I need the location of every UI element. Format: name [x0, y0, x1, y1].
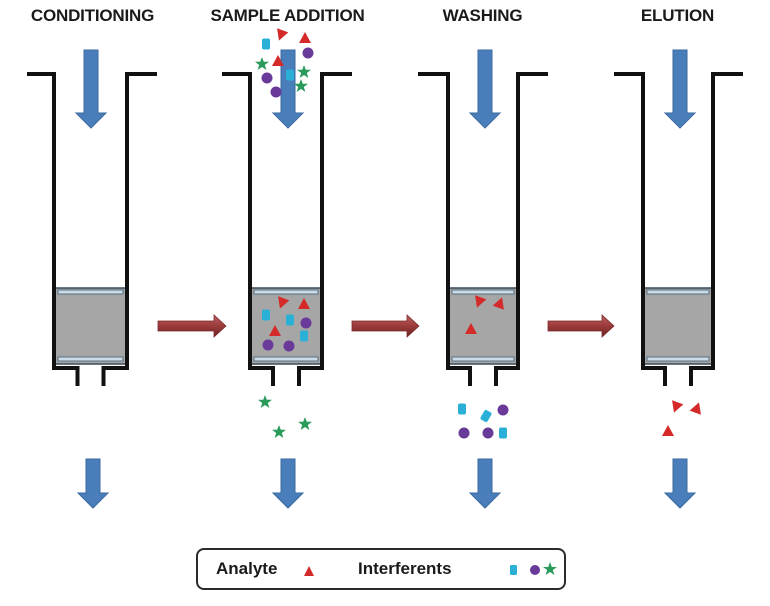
- legend: Analyte Interferents: [196, 548, 566, 590]
- legend-analyte-label: Analyte: [216, 559, 278, 578]
- retained-square-particle: [300, 330, 308, 342]
- incoming-triangle-particle: [277, 28, 289, 41]
- flow-in-arrow-icon-conditioning: [74, 49, 108, 129]
- cartridge-left-wall: [222, 72, 275, 386]
- top-frit: [451, 289, 515, 295]
- retained-circle-particle: [262, 339, 274, 351]
- cartridge-elution: [614, 72, 743, 386]
- retained-circle-particle: [300, 317, 312, 329]
- incoming-square-particle: [262, 38, 270, 50]
- incoming-star-particle: [297, 65, 311, 78]
- bottom-frit: [646, 356, 710, 362]
- retained-triangle-particle: [475, 295, 487, 308]
- step-arrow-icon-2: [351, 314, 420, 338]
- step-arrow-icon-3: [547, 314, 615, 338]
- flow-out-arrow-icon-conditioning: [76, 458, 110, 509]
- top-frit: [253, 289, 319, 295]
- incoming-square-particle: [286, 69, 294, 81]
- flow-in-arrow-icon-sample-addition: [271, 49, 305, 129]
- flow-in-arrow-icon-washing: [468, 49, 502, 129]
- legend-interferent-star-icon: [543, 562, 557, 575]
- eluate-circle-particle: [458, 427, 470, 439]
- bottom-frit: [253, 356, 319, 362]
- eluate-square-particle: [458, 403, 466, 415]
- step-title-sample-addition: SAMPLE ADDITION: [210, 6, 365, 25]
- cartridge-right-wall: [297, 72, 352, 386]
- flow-out-arrow-icon-sample-addition: [271, 458, 305, 509]
- eluate-triangle-particle: [672, 400, 684, 413]
- eluate-star-particle: [272, 425, 286, 438]
- incoming-circle-particle: [302, 47, 314, 59]
- cartridge-left-wall: [418, 72, 472, 386]
- eluate-circle-particle: [482, 427, 494, 439]
- flow-in-arrow-icon-elution: [663, 49, 697, 129]
- eluate-square-particle: [499, 427, 507, 439]
- top-frit: [57, 289, 124, 295]
- legend-interferent-square-icon: [510, 565, 517, 575]
- incoming-triangle-particle: [272, 55, 284, 66]
- incoming-star-particle: [255, 57, 269, 70]
- retained-triangle-particle: [278, 296, 290, 309]
- retained-square-particle: [286, 314, 294, 326]
- eluate-circle-particle: [497, 404, 509, 416]
- cartridge-right-wall: [494, 72, 548, 386]
- flow-out-arrow-icon-washing: [468, 458, 502, 509]
- step-arrow-icon-1: [157, 314, 227, 338]
- incoming-circle-particle: [270, 86, 282, 98]
- eluate-star-particle: [298, 417, 312, 430]
- incoming-star-particle: [294, 79, 308, 92]
- cartridge-right-wall: [101, 72, 157, 386]
- incoming-circle-particle: [261, 72, 273, 84]
- eluate-triangle-particle: [689, 402, 701, 415]
- legend-interferent-circle-icon: [530, 565, 540, 575]
- legend-interferents-label: Interferents: [358, 559, 452, 578]
- bottom-frit: [451, 356, 515, 362]
- eluate-square-particle: [480, 409, 492, 423]
- step-title-washing: WASHING: [442, 6, 523, 25]
- retained-triangle-particle: [465, 323, 477, 334]
- step-title-elution: ELUTION: [640, 6, 715, 25]
- top-frit: [646, 289, 710, 295]
- sorbent-bed: [54, 288, 127, 364]
- retained-triangle-particle: [269, 325, 281, 336]
- retained-triangle-particle: [298, 298, 310, 309]
- retained-square-particle: [262, 309, 270, 321]
- cartridge-right-wall: [689, 72, 743, 386]
- incoming-triangle-particle: [299, 32, 311, 43]
- step-title-conditioning: CONDITIONING: [30, 6, 155, 25]
- sorbent-bed: [643, 288, 713, 364]
- legend-analyte-icon: [304, 566, 314, 576]
- cartridge-conditioning: [27, 72, 157, 386]
- eluate-triangle-particle: [662, 425, 674, 436]
- retained-triangle-particle: [492, 297, 504, 310]
- cartridge-left-wall: [614, 72, 667, 386]
- cartridge-left-wall: [27, 72, 80, 386]
- flow-out-arrow-icon-elution: [663, 458, 697, 509]
- bottom-frit: [57, 356, 124, 362]
- eluate-star-particle: [258, 395, 272, 408]
- retained-circle-particle: [283, 340, 295, 352]
